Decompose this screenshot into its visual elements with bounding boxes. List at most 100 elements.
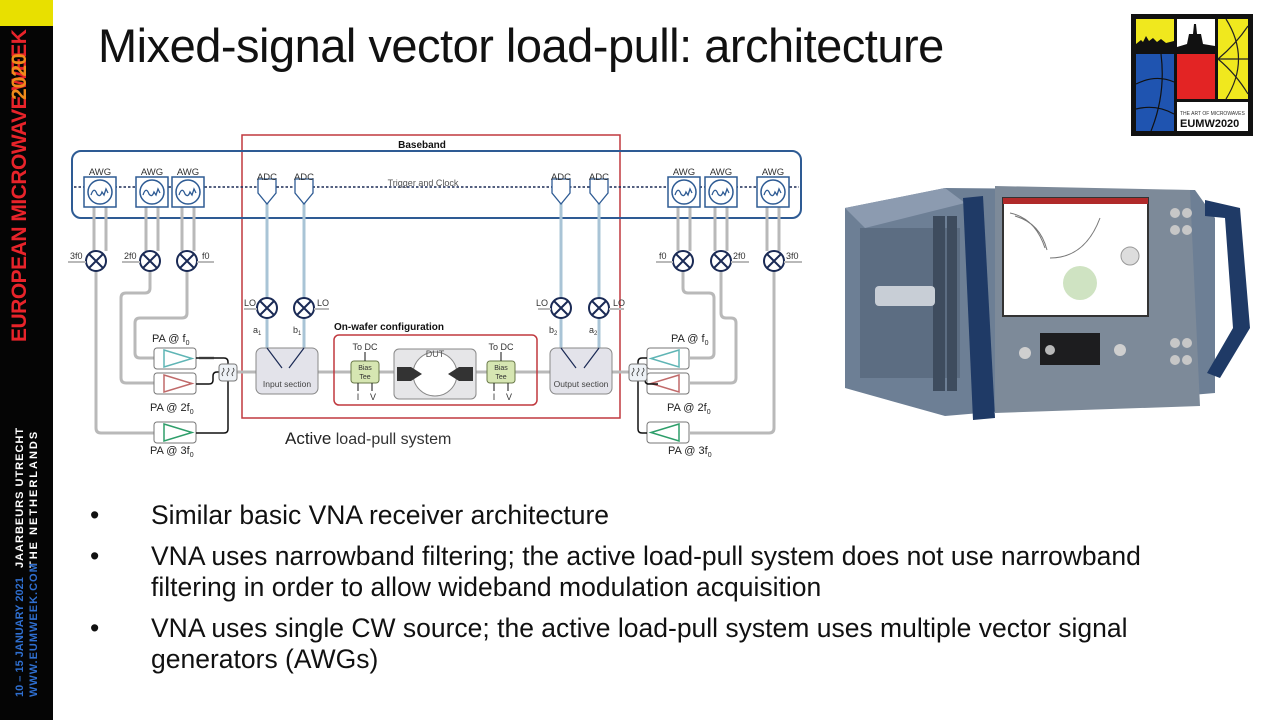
bullet-symbol: • — [90, 500, 100, 530]
awg-label: AWG — [89, 167, 111, 178]
pa-right-2f0 — [646, 372, 690, 395]
lo-label: LO — [613, 298, 625, 308]
awg-label: AWG — [673, 167, 695, 178]
eumw-logo: THE ART OF MICROWAVES EUMW2020 — [1131, 14, 1253, 136]
pa-label-left-f0: PA @ f0 — [152, 333, 190, 347]
left-diplexer — [218, 363, 238, 382]
input-section: Input section — [255, 347, 319, 395]
pa-right-f0 — [646, 347, 690, 370]
front-left-handle — [963, 196, 995, 420]
bias-tee-label: Bias — [494, 365, 508, 372]
freq-label-right-f0: f0 — [659, 251, 667, 261]
input-section-label: Input section — [263, 379, 311, 389]
event-sidebar: EUROPEAN MICROWAVE WEEK 2020 JAARBEURS U… — [0, 0, 53, 720]
lo-mixer-b1 — [293, 297, 315, 319]
pa-label-right-3f0: PA @ 3f0 — [668, 445, 712, 459]
adc-lines — [265, 200, 601, 348]
to-dc-label: To DC — [352, 342, 378, 352]
lo-mixer-a2 — [588, 297, 610, 319]
right-connectors — [1170, 208, 1192, 365]
adc-label: ADC — [257, 172, 277, 183]
bias-tee-output: Bias Tee — [486, 352, 516, 391]
wave-label-a1: a1 — [253, 325, 262, 337]
onwafer-box — [333, 334, 538, 406]
front-right-handle — [1205, 200, 1250, 378]
bullet-symbol: • — [90, 541, 100, 571]
lo-label: LO — [317, 298, 329, 308]
right-diplexer — [628, 363, 648, 382]
left-combiner-lines — [196, 357, 229, 434]
bullet-item: • Similar basic VNA receiver architectur… — [90, 500, 1210, 531]
lo-mixer-b2 — [550, 297, 572, 319]
event-year: 2020 — [8, 53, 31, 100]
logo-skyline-left — [1136, 36, 1174, 51]
i-label: I — [493, 392, 496, 402]
venue-line-2: THE NETHERLANDS — [28, 429, 40, 568]
dut-label: DUT — [426, 349, 445, 359]
awg-label: AWG — [177, 167, 199, 178]
wave-label-a2: a2 — [589, 325, 598, 337]
left-signal-paths — [92, 203, 214, 435]
slide-title: Mixed-signal vector load-pull: architect… — [98, 19, 944, 72]
mixer-left-3f0 — [85, 250, 107, 272]
bullet-item: • VNA uses single CW source; the active … — [90, 613, 1210, 675]
event-website: WWW.EUMWEEK.COM — [28, 562, 40, 697]
logo-tagline: THE ART OF MICROWAVES — [1180, 111, 1245, 117]
pa-label-left-3f0: PA @ 3f0 — [150, 445, 194, 459]
bias-tee-label: Tee — [359, 374, 370, 381]
mixer-left-2f0 — [139, 250, 161, 272]
right-signal-paths — [676, 203, 781, 435]
pa-left-f0 — [153, 347, 197, 370]
i-label: I — [357, 392, 360, 402]
bullet-text: VNA uses single CW source; the active lo… — [151, 613, 1128, 674]
awg-left-2f0 — [135, 176, 169, 208]
mixer-right-2f0 — [710, 250, 732, 272]
vent-grille — [933, 216, 957, 391]
adc-label: ADC — [551, 172, 571, 183]
bias-tee-label: Bias — [358, 365, 372, 372]
lo-mixer-a1 — [256, 297, 278, 319]
onwafer-label: On-wafer configuration — [334, 322, 444, 333]
mixer-right-f0 — [672, 250, 694, 272]
to-dc-label: To DC — [488, 342, 514, 352]
freq-label-right-2f0: 2f0 — [733, 251, 746, 261]
port-connector — [1045, 345, 1055, 355]
pa-left-3f0 — [153, 421, 197, 444]
screen-plot — [1009, 212, 1101, 259]
load-pull-instrument-photo — [835, 168, 1255, 423]
bullet-list: • Similar basic VNA receiver architectur… — [90, 500, 1210, 685]
dut-block: DUT — [393, 348, 477, 400]
side-handle — [875, 286, 935, 306]
lo-label: LO — [536, 298, 548, 308]
logo-tower — [1177, 24, 1215, 51]
bias-tee-label: Tee — [495, 374, 506, 381]
screen-small-smith — [1120, 246, 1140, 266]
pa-label-right-2f0: PA @ 2f0 — [667, 402, 711, 416]
baseband-label: Baseband — [398, 140, 446, 151]
awg-right-3f0 — [756, 176, 790, 208]
awg-right-f0 — [667, 176, 701, 208]
awg-left-3f0 — [83, 176, 117, 208]
v-label: V — [506, 392, 512, 402]
bias-tee-input: Bias Tee — [350, 352, 380, 391]
venue-line-1: JAARBEURS UTRECHT — [14, 426, 26, 568]
sidebar-yellow-block — [0, 0, 53, 26]
output-section-label: Output section — [554, 379, 609, 389]
output-section: Output section — [549, 347, 613, 395]
bullet-item: • VNA uses narrowband filtering; the act… — [90, 541, 1210, 603]
awg-label: AWG — [141, 167, 163, 178]
mixer-left-f0 — [176, 250, 198, 272]
trigger-clock-label: Trigger and Clock — [388, 178, 459, 188]
freq-label-left-2f0: 2f0 — [124, 251, 137, 261]
awg-right-2f0 — [704, 176, 738, 208]
logo-blue-lines — [1135, 53, 1175, 132]
awg-label: AWG — [762, 167, 784, 178]
event-dates: 10 – 15 JANUARY 2021 — [14, 577, 26, 697]
adc-label: ADC — [589, 172, 609, 183]
adc-label: ADC — [294, 172, 314, 183]
wave-label-b2: b2 — [549, 325, 558, 337]
logo-red-panel — [1177, 54, 1215, 99]
freq-label-right-3f0: 3f0 — [786, 251, 799, 261]
wave-label-b1: b1 — [293, 325, 302, 337]
v-label: V — [370, 392, 376, 402]
